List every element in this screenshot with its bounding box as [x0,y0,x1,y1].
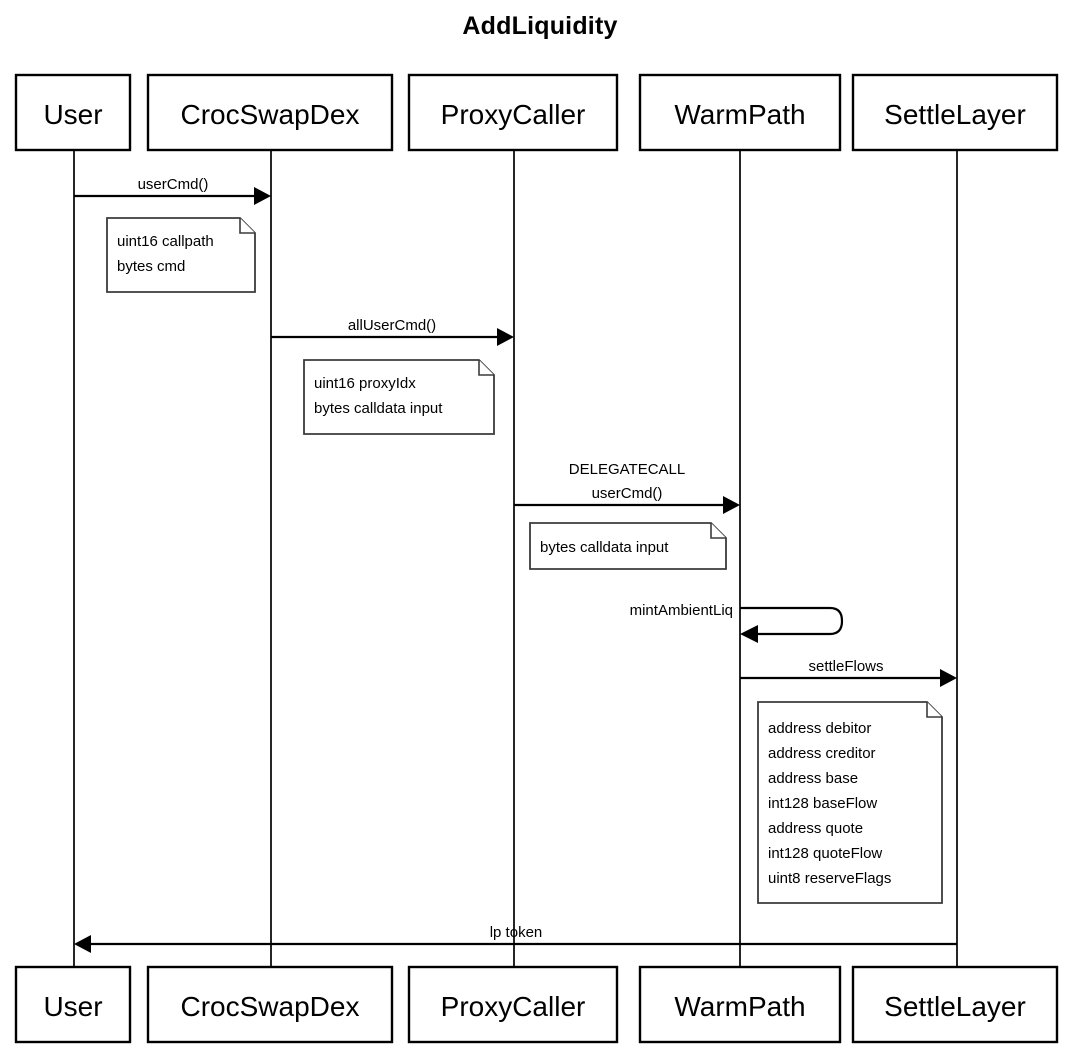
note-line-debitor: address debitor [768,720,871,737]
note-line-baseflow: int128 baseFlow [768,795,877,812]
arrow-head-user-cmd [254,187,271,205]
message-label-all-user-cmd: allUserCmd() [348,317,436,334]
participant-header-boxes: User CrocSwapDex ProxyCaller WarmPath Se… [14,73,1059,152]
note-all-user-cmd: uint16 proxyIdx bytes calldata input [303,359,495,435]
note-fold-user-cmd [239,218,255,234]
note-line-callpath: uint16 callpath [117,233,214,250]
note-shape-user-cmd [106,217,256,293]
participant-box-settlelayer-bottom[interactable] [851,965,1059,1044]
participant-header-proxycaller[interactable]: ProxyCaller [407,73,619,152]
participant-label-crocswapdex: CrocSwapDex [181,99,360,130]
note-user-cmd: uint16 callpath bytes cmd [106,217,256,293]
note-shape-delegatecall [529,522,727,570]
note-fold-settle-flows [926,702,942,718]
participant-footer-boxes: User CrocSwapDex ProxyCaller WarmPath Se… [14,965,1059,1044]
participant-label-warmpath-bottom: WarmPath [674,991,805,1022]
participant-footer-warmpath[interactable]: WarmPath [638,965,842,1044]
participant-header-user[interactable]: User [14,73,132,152]
lifelines-group [73,150,958,967]
participant-box-warmpath[interactable] [638,73,842,152]
participant-header-warmpath[interactable]: WarmPath [638,73,842,152]
participant-header-crocswapdex[interactable]: CrocSwapDex [146,73,394,152]
participant-label-proxycaller: ProxyCaller [441,99,586,130]
note-line-creditor: address creditor [768,745,876,762]
participant-label-settlelayer: SettleLayer [884,99,1026,130]
participant-box-settlelayer[interactable] [851,73,1059,152]
participant-label-settlelayer-bottom: SettleLayer [884,991,1026,1022]
note-line-proxyidx: uint16 proxyIdx [314,375,416,392]
participant-footer-crocswapdex[interactable]: CrocSwapDex [146,965,394,1044]
note-delegatecall: bytes calldata input [529,522,727,570]
note-line-reserveflags: uint8 reserveFlags [768,870,891,887]
message-delegatecall-user-cmd[interactable]: DELEGATECALL userCmd() [514,461,740,514]
note-line-bytes-calldata-input: bytes calldata input [540,539,669,556]
message-label-settle-flows: settleFlows [808,658,883,675]
arrow-head-delegatecall [723,496,740,514]
note-shape-all-user-cmd [303,359,495,435]
participant-box-user-bottom[interactable] [14,965,132,1044]
message-user-cmd[interactable]: userCmd() [74,176,271,205]
message-settle-flows[interactable]: settleFlows [740,658,957,687]
note-line-bytes-cmd: bytes cmd [117,258,185,275]
message-label-mint-ambient-liq: mintAmbientLiq [630,602,733,619]
arrow-head-all-user-cmd [497,328,514,346]
participant-footer-settlelayer[interactable]: SettleLayer [851,965,1059,1044]
message-lp-token[interactable]: lp token [74,924,957,953]
note-fold-all-user-cmd [478,360,494,376]
message-label-lp-token: lp token [490,924,543,941]
participant-label-warmpath: WarmPath [674,99,805,130]
participant-box-crocswapdex-bottom[interactable] [146,965,394,1044]
participant-label-user-bottom: User [43,991,102,1022]
arrow-head-mint-ambient-liq [740,625,758,643]
participant-box-user[interactable] [14,73,132,152]
participant-footer-proxycaller[interactable]: ProxyCaller [407,965,619,1044]
participant-header-settlelayer[interactable]: SettleLayer [851,73,1059,152]
note-line-quote: address quote [768,820,863,837]
participant-label-proxycaller-bottom: ProxyCaller [441,991,586,1022]
participant-footer-user[interactable]: User [14,965,132,1044]
note-line-calldata-input: bytes calldata input [314,400,443,417]
note-fold-delegatecall [710,523,726,539]
message-label-user-cmd: userCmd() [138,176,209,193]
message-mint-ambient-liq[interactable]: mintAmbientLiq [630,602,844,643]
participant-box-crocswapdex[interactable] [146,73,394,152]
note-line-quoteflow: int128 quoteFlow [768,845,882,862]
message-label-delegatecall-line1: DELEGATECALL [569,461,685,478]
note-shape-settle-flows [757,701,943,904]
message-label-delegatecall-line2: userCmd() [592,485,663,502]
message-all-user-cmd[interactable]: allUserCmd() [271,317,514,346]
note-line-base: address base [768,770,858,787]
arrow-head-lp-token [74,935,91,953]
participant-box-proxycaller[interactable] [407,73,619,152]
participant-box-proxycaller-bottom[interactable] [407,965,619,1044]
arrow-head-settle-flows [940,669,957,687]
participant-label-crocswapdex-bottom: CrocSwapDex [181,991,360,1022]
participant-label-user: User [43,99,102,130]
note-settle-flows: address debitor address creditor address… [757,701,943,904]
diagram-title: AddLiquidity [462,12,617,40]
message-line-mint-ambient-liq [740,606,844,636]
participant-box-warmpath-bottom[interactable] [638,965,842,1044]
